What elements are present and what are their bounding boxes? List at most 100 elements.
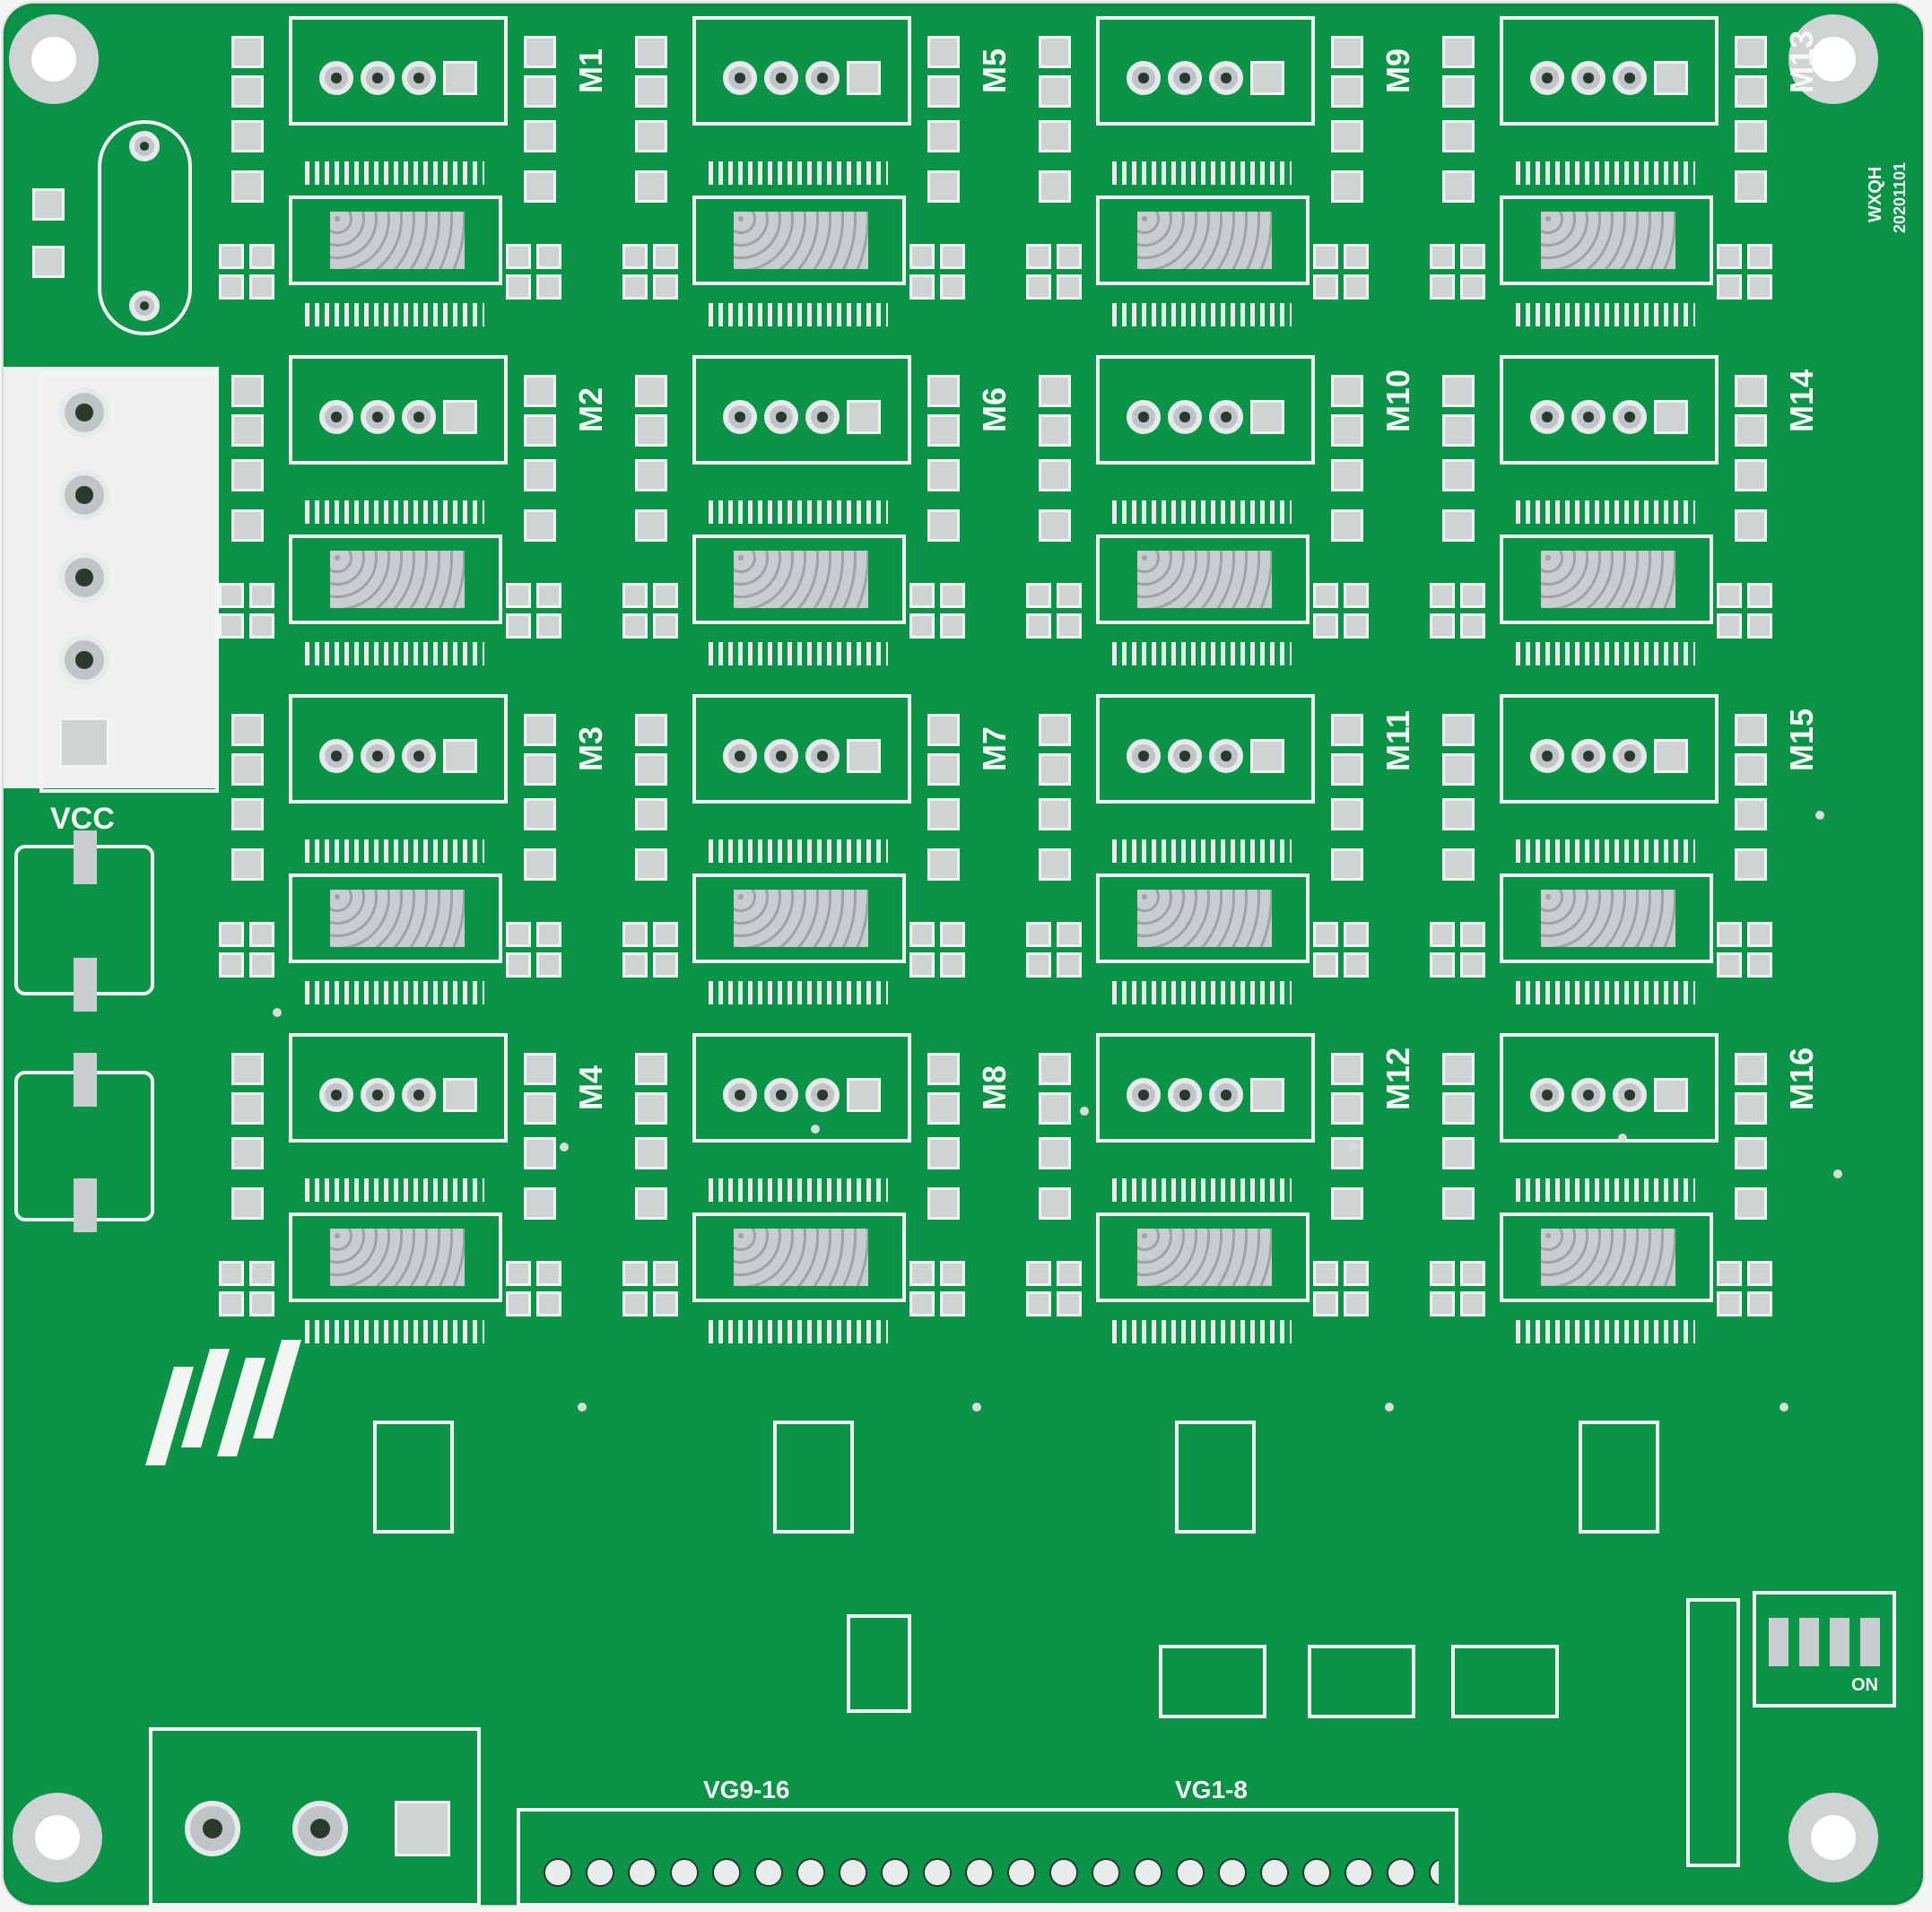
cap-pad (653, 922, 678, 947)
cap-pad (1717, 244, 1742, 269)
cap-pad (506, 1261, 531, 1286)
smd-pad (231, 459, 264, 491)
chip-pins-bottom (305, 1320, 484, 1343)
smd-pad (1039, 1092, 1071, 1125)
smd-pad (524, 848, 556, 881)
smd-pad (927, 753, 960, 786)
connector-pin (443, 739, 477, 773)
connector-pin (443, 1078, 477, 1112)
via (578, 1403, 587, 1412)
smd-pad (231, 848, 264, 881)
dip-switch-lever (1830, 1618, 1849, 1666)
chip-pins-bottom (1112, 303, 1292, 326)
connector-pin (361, 400, 395, 434)
smd-pad (1442, 170, 1475, 203)
cap-pad (1057, 952, 1082, 978)
smd-pad (524, 414, 556, 447)
cap-pad (909, 1261, 935, 1286)
pcb-board: VCC VG9-16 VG1-8 ON WXQH 20201101 (4, 4, 1923, 1907)
smd-pad (1735, 120, 1767, 152)
cap-pad (653, 274, 678, 300)
connector-pin (1571, 1078, 1606, 1112)
smd-pad (1735, 1053, 1767, 1085)
smd-pad (1039, 714, 1071, 746)
cap-pad (536, 952, 561, 978)
cap-pad (1460, 952, 1485, 978)
cap-pad (536, 274, 561, 300)
module-label: M3 (572, 726, 609, 771)
connector-pin (1613, 1078, 1647, 1112)
chip-outline (1096, 196, 1310, 285)
cap-pad (1430, 274, 1455, 300)
connector-pin (1654, 739, 1688, 773)
smd-pad (635, 170, 667, 203)
driver-module: M3 (219, 692, 609, 1024)
cap-pad (622, 952, 648, 978)
capacitor-pad (74, 1053, 97, 1107)
cap-pad (1313, 952, 1338, 978)
connector-outline (1500, 1033, 1719, 1143)
smd-pad (1039, 414, 1071, 447)
smd-pad (635, 1137, 667, 1169)
smd-pad (231, 714, 264, 746)
connector-pin (1571, 400, 1606, 434)
chip-thermal-pad (734, 890, 868, 947)
switch-on-label: ON (1851, 1675, 1878, 1695)
via (273, 1008, 282, 1017)
cap-pad (219, 1291, 244, 1317)
chip-thermal-pad (1541, 551, 1675, 608)
ic-outline (373, 1421, 454, 1534)
module-label: M9 (1379, 48, 1416, 93)
smd-pad (1331, 36, 1363, 68)
vg-connector-pins (542, 1856, 1439, 1889)
chip-thermal-pad (734, 551, 868, 608)
smd-pad (524, 509, 556, 542)
smd-pad (1735, 459, 1767, 491)
cap-pad (249, 1261, 274, 1286)
chip-pins-top (1112, 161, 1292, 185)
via (1385, 1403, 1394, 1412)
header-pin (59, 635, 109, 685)
chip-thermal-pad (330, 551, 465, 608)
pin-header-outline (1686, 1598, 1740, 1867)
connector-pin (319, 400, 353, 434)
cap-pad (1430, 922, 1455, 947)
module-label: M13 (1783, 30, 1820, 93)
smd-pad (1735, 375, 1767, 407)
cap-pad (506, 922, 531, 947)
cap-pad (1430, 583, 1455, 608)
cap-pad (249, 274, 274, 300)
smd-pad (635, 1187, 667, 1220)
cap-pad (506, 274, 531, 300)
connector-outline (692, 1033, 911, 1143)
connector-pin (847, 61, 881, 95)
smd-pad (524, 120, 556, 152)
smd-pad (927, 1092, 960, 1125)
via (560, 1143, 569, 1152)
chip-outline (692, 196, 906, 285)
smd-pad (927, 1137, 960, 1169)
cap-pad (909, 274, 935, 300)
cap-pad (1460, 1261, 1485, 1286)
chip-pins-bottom (1112, 642, 1292, 665)
cap-pad (1717, 1261, 1742, 1286)
smd-pad (927, 1053, 960, 1085)
cap-pad (622, 583, 648, 608)
cap-pad (940, 244, 965, 269)
smd-pad (231, 1187, 264, 1220)
smd-pad (927, 509, 960, 542)
smd-pad (1039, 375, 1071, 407)
smd-pad (231, 414, 264, 447)
connector-pin (1209, 400, 1243, 434)
connector-pin (723, 61, 757, 95)
cap-pad (1430, 244, 1455, 269)
smd-pad (635, 509, 667, 542)
smd-pad (1442, 753, 1475, 786)
cap-pad (909, 583, 935, 608)
cap-pad (1717, 583, 1742, 608)
smd-pad (1331, 414, 1363, 447)
cap-pad (1344, 1291, 1369, 1317)
smd-pad (927, 798, 960, 830)
cap-pad (909, 952, 935, 978)
smd-pad (524, 714, 556, 746)
